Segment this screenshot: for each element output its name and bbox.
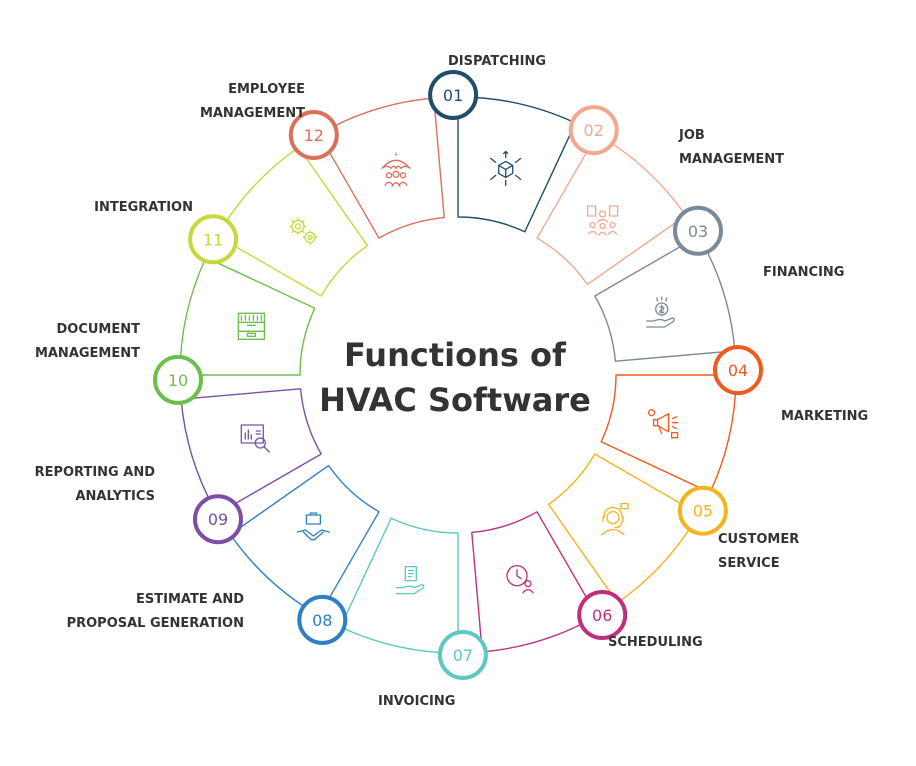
file-cabinet-icon — [237, 312, 266, 340]
number-badge — [188, 214, 239, 265]
label-financing: FINANCING — [763, 261, 844, 285]
label-dispatching: DISPATCHING — [448, 50, 546, 74]
label-reporting-analytics: REPORTING AND ANALYTICS — [35, 461, 155, 509]
number-badge — [677, 485, 728, 536]
headset-support-icon — [601, 502, 629, 536]
label-estimate-proposal: ESTIMATE AND PROPOSAL GENERATION — [67, 588, 244, 636]
label-line: SCHEDULING — [608, 635, 703, 650]
label-line: MANAGEMENT — [199, 106, 305, 121]
label-invoicing: INVOICING — [378, 690, 455, 714]
label-line: INVOICING — [378, 694, 456, 709]
number-badge — [153, 354, 203, 405]
label-customer-service: CUSTOMER SERVICE — [718, 528, 799, 576]
label-marketing: MARKETING — [781, 405, 868, 429]
gears-icon — [289, 217, 318, 246]
badge-number: 09 — [208, 510, 228, 529]
umbrella-people-icon — [381, 152, 411, 187]
badge-number: 11 — [203, 230, 223, 249]
label-line: ESTIMATE AND — [136, 592, 244, 607]
number-badge — [437, 630, 488, 680]
number-badge — [673, 205, 723, 256]
segment-outline — [457, 96, 577, 233]
badge-number: 07 — [453, 646, 473, 665]
label-line: MANAGEMENT — [34, 346, 140, 361]
label-employee-management: EMPLOYEE MANAGEMENT — [200, 78, 305, 126]
badge-number: 08 — [312, 611, 332, 630]
badge-number: 03 — [688, 222, 708, 241]
badge-number: 04 — [728, 361, 748, 380]
segment-outline — [600, 374, 737, 494]
label-line: CUSTOMER — [718, 532, 800, 547]
label-line: MANAGEMENT — [679, 152, 785, 167]
label-document-management: DOCUMENT MANAGEMENT — [35, 318, 140, 366]
number-badge — [193, 494, 243, 545]
label-line: DISPATCHING — [448, 54, 547, 69]
segment-outline — [471, 511, 598, 653]
segment-outline — [594, 235, 736, 362]
handshake-briefcase-icon — [296, 512, 331, 541]
badge-number: 06 — [592, 606, 612, 625]
center-title-line-1: Functions of — [344, 336, 566, 374]
label-line: PROPOSAL GENERATION — [66, 616, 244, 631]
label-line: INTEGRATION — [94, 200, 193, 215]
label-line: FINANCING — [763, 265, 845, 280]
badge-number: 01 — [443, 86, 463, 105]
label-line: SERVICE — [718, 556, 780, 571]
label-line: JOB — [679, 128, 705, 143]
number-badge — [568, 105, 619, 156]
label-line: DOCUMENT — [56, 322, 140, 337]
number-badge — [428, 70, 479, 120]
badge-number: 05 — [693, 502, 713, 521]
segment-outline — [179, 256, 316, 376]
analytics-report-icon — [240, 424, 270, 453]
box-distribution-icon — [490, 150, 522, 187]
label-line: EMPLOYEE — [228, 82, 305, 97]
label-integration: INTEGRATION — [94, 196, 193, 220]
label-line: REPORTING AND — [34, 465, 155, 480]
clock-person-icon — [506, 565, 534, 594]
badge-number: 12 — [304, 126, 324, 145]
segment-outline — [339, 517, 459, 654]
label-line: MARKETING — [781, 409, 869, 424]
label-line: ANALYTICS — [75, 489, 155, 504]
badge-number: 10 — [168, 371, 188, 390]
label-job-management: JOB MANAGEMENT — [679, 124, 784, 172]
money-hand-icon — [646, 296, 675, 328]
number-badge — [288, 110, 339, 160]
number-badge — [713, 345, 763, 396]
megaphone-icon — [647, 409, 679, 439]
label-scheduling: SCHEDULING — [608, 631, 703, 655]
number-badge — [577, 590, 628, 640]
team-documents-icon — [586, 205, 619, 236]
center-title-line-2: HVAC Software — [319, 381, 591, 419]
invoice-hand-icon — [395, 565, 425, 595]
badge-number: 02 — [584, 121, 604, 140]
number-badge — [297, 594, 348, 645]
